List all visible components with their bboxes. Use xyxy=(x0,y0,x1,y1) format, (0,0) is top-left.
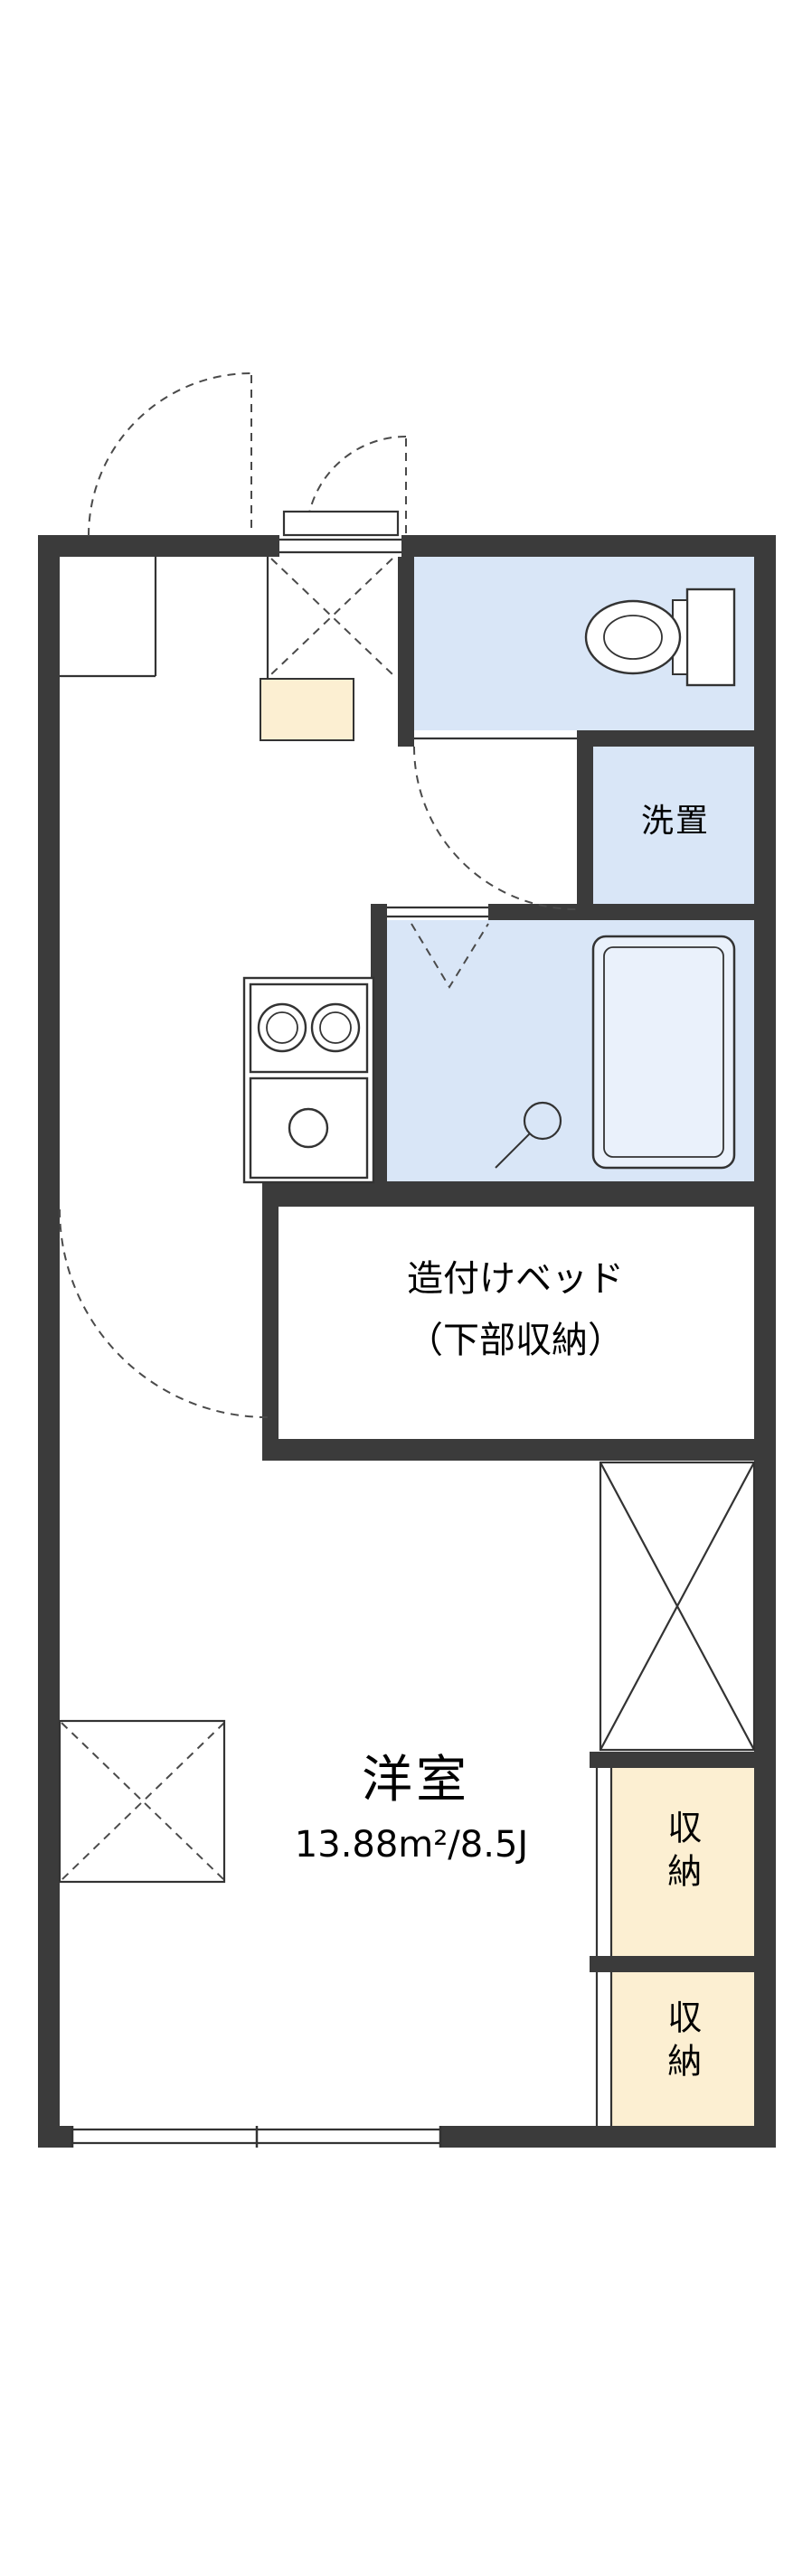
entry-step-area xyxy=(260,678,354,741)
wall-bottom-right xyxy=(440,2126,776,2148)
stove-burner-inner-icon xyxy=(319,1011,352,1044)
built-in-bed-label: 造付けベッド xyxy=(407,1258,624,1300)
window-glass-lines xyxy=(72,2128,440,2145)
sink-drain-icon xyxy=(288,1107,329,1149)
corner-fixture-x-icon xyxy=(61,1722,225,1881)
stove-burner-icon xyxy=(257,1002,307,1053)
wall-top-right xyxy=(401,535,776,557)
main-room-label: 洋室 xyxy=(362,1751,470,1810)
shelf-unit-x-icon xyxy=(600,1462,755,1751)
kitchen-counter-outline xyxy=(242,976,375,1184)
entry-door-arc-large xyxy=(88,372,252,537)
shelf-unit-outline xyxy=(599,1461,756,1752)
laundry-room xyxy=(593,747,754,904)
wall-top-left xyxy=(38,535,279,557)
wall-storage-separator-mid xyxy=(590,1956,754,1972)
storage-bottom-label: 収納 xyxy=(661,1999,702,2086)
wall-bath-left xyxy=(371,904,387,1207)
wall-bed-left xyxy=(262,1181,279,1461)
kitchen-counter-fixture xyxy=(242,976,375,1184)
wall-bottom-left-stub xyxy=(38,2126,72,2148)
stove-burner-inner-icon xyxy=(266,1011,298,1044)
entry-door-arc-small xyxy=(306,436,407,537)
wall-toilet-bottom xyxy=(577,730,754,747)
wall-laundry-left xyxy=(577,747,593,904)
entry-closet-outline xyxy=(60,557,157,678)
entry-door-step xyxy=(282,510,400,537)
window-frame-ticks xyxy=(71,2126,442,2148)
storage-top-label: 収納 xyxy=(661,1810,702,1896)
wall-toilet-left xyxy=(398,557,414,747)
wall-bath-top xyxy=(488,904,754,920)
toilet-room xyxy=(414,557,754,730)
toilet-door-arc xyxy=(413,746,578,910)
storage-room-top xyxy=(611,1768,754,1956)
entry-overhead-cabinet-x-icon xyxy=(270,558,393,675)
wall-left xyxy=(38,535,60,2148)
built-in-bed-sublabel: （下部収納） xyxy=(407,1320,624,1361)
sink-fixture xyxy=(249,1076,369,1180)
wall-right xyxy=(754,535,776,2148)
storage-bottom-door-lines xyxy=(595,1972,613,2126)
entry-door-panel xyxy=(279,538,401,554)
main-room-area-label: 13.88m²/8.5J xyxy=(294,1824,529,1866)
wall-bath-bottom xyxy=(262,1181,754,1207)
bath-door-frame xyxy=(387,906,488,918)
stove-burner-icon xyxy=(310,1002,361,1053)
laundry-label: 洗置 xyxy=(640,803,710,840)
bathroom xyxy=(387,920,754,1181)
stove-fixture xyxy=(249,982,369,1074)
storage-room-bottom xyxy=(611,1972,754,2126)
shelf-unit-fixture xyxy=(599,1461,756,1752)
wall-storage-separator-top xyxy=(590,1752,754,1768)
room-door-arc xyxy=(59,1208,269,1418)
corner-fixture-outline xyxy=(58,1719,226,1884)
wall-bed-bottom xyxy=(262,1439,754,1461)
